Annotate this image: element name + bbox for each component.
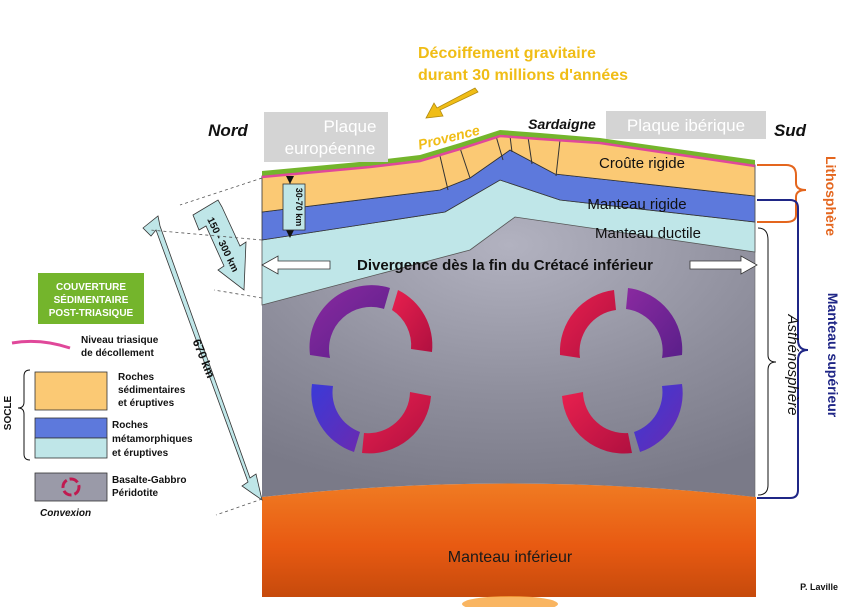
legend: COUVERTURE SÉDIMENTAIRE POST-TRIASIQUE N… <box>3 273 193 519</box>
depth-30-70: 30-70 km <box>282 176 306 238</box>
convection-arc <box>626 288 683 358</box>
divergence-arrows: Divergence dès la fin du Crétacé inférie… <box>261 255 758 275</box>
european-plate-label: Plaque européenne <box>264 112 388 162</box>
convection-arc <box>309 285 390 358</box>
upper-mantle-bracket: Manteau supérieur <box>757 199 841 499</box>
legend-cover-line2: SÉDIMENTAIRE <box>54 293 129 306</box>
asthenosphere-bracket: Asthénosphère <box>757 227 801 496</box>
depth-670-label: 670 km <box>190 337 218 380</box>
legend-meta-line2: métamorphiques <box>112 434 193 445</box>
legend-detachment-line1: Niveau triasique <box>81 335 159 346</box>
convection-arc <box>392 290 433 352</box>
european-plate-line1: Plaque <box>324 117 377 136</box>
legend-sed-line2: sédimentaires <box>118 385 186 396</box>
convection-arc <box>311 384 360 452</box>
depth-150-300: 150 - 300 km <box>192 199 247 291</box>
legend-basalt: Basalte-Gabbro Péridotite Convexion <box>34 472 186 519</box>
iberian-plate-label: Plaque ibérique <box>606 111 766 139</box>
convection-cells <box>309 285 683 454</box>
lithosphere-label: Lithosphère <box>823 156 839 236</box>
convection-arc <box>562 392 632 454</box>
upper-mantle-label: Manteau supérieur <box>825 293 841 418</box>
detachment-line <box>261 134 756 179</box>
depth-30-70-label: 30-70 km <box>294 188 304 227</box>
left-divergence-arrow <box>261 255 331 275</box>
socle-label: SOCLE <box>3 395 14 430</box>
title-line1: Décoiffement gravitaire <box>418 45 596 62</box>
legend-sedimentary: Roches sédimentaires et éruptives <box>34 371 186 411</box>
legend-basalt-line2: Péridotite <box>112 488 159 499</box>
lower-mantle-label: Manteau inférieur <box>448 549 573 566</box>
legend-meta-line1: Roches <box>112 420 149 431</box>
south-label: Sud <box>774 121 807 140</box>
gravity-slide-arrow <box>425 87 479 119</box>
legend-cover-line3: POST-TRIASIQUE <box>49 308 134 319</box>
projection-lines <box>149 177 263 516</box>
legend-metamorphic: Roches métamorphiques et éruptives <box>34 417 193 459</box>
legend-detachment-line2: de décollement <box>81 348 154 359</box>
legend-convection-label: Convexion <box>40 508 91 519</box>
lithosphere-bracket: Lithosphère <box>757 156 839 236</box>
convection-arc <box>559 290 616 358</box>
asthenosphere-label: Asthénosphère <box>784 314 801 416</box>
convection-arc <box>634 384 683 452</box>
legend-meta-line3: et éruptives <box>112 448 169 459</box>
legend-cover: COUVERTURE SÉDIMENTAIRE POST-TRIASIQUE <box>38 273 144 324</box>
legend-sed-line1: Roches <box>118 372 155 383</box>
socle-bracket <box>17 369 31 461</box>
title-line2: durant 30 millions d'années <box>418 67 628 84</box>
divergence-label: Divergence dès la fin du Crétacé inférie… <box>357 257 653 274</box>
lower-mantle: Manteau inférieur <box>262 483 756 607</box>
iberian-plate-text: Plaque ibérique <box>627 116 745 135</box>
legend-cover-line1: COUVERTURE <box>56 282 126 293</box>
convection-icon <box>61 477 81 497</box>
legend-detachment: Niveau triasique de décollement <box>11 335 159 359</box>
ductile-mantle-label: Manteau ductile <box>595 225 701 242</box>
convection-arc <box>362 392 431 454</box>
credit: P. Laville <box>800 582 838 592</box>
legend-basalt-line1: Basalte-Gabbro <box>112 475 186 486</box>
rigid-mantle-label: Manteau rigide <box>587 196 686 213</box>
crust-label: Croûte rigide <box>599 155 685 172</box>
legend-sed-line3: et éruptives <box>118 398 175 409</box>
sardinia-label: Sardaigne <box>528 116 596 132</box>
north-label: Nord <box>208 121 248 140</box>
right-divergence-arrow <box>689 255 758 275</box>
european-plate-line2: européenne <box>285 139 376 158</box>
